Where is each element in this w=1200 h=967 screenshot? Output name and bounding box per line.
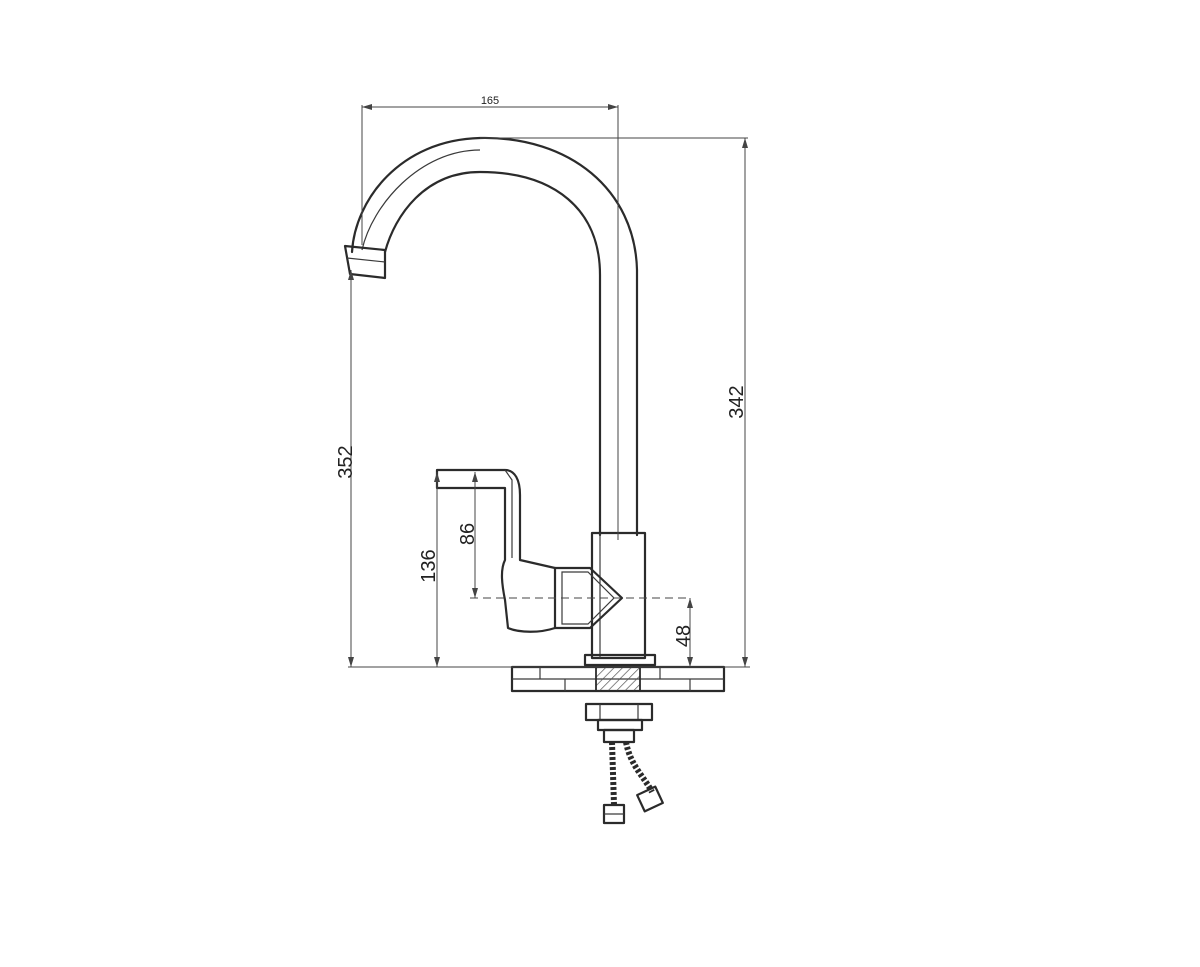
- dimension-inlet-offset: 48: [673, 598, 695, 667]
- dimension-label-inlet-offset: 48: [673, 625, 695, 647]
- dimension-label-total-height: 342: [726, 385, 748, 418]
- countertop: [510, 665, 726, 693]
- supply-hoses: [602, 741, 664, 825]
- dimension-lever-height: 136: [418, 472, 440, 667]
- hose-connector-right: [636, 785, 664, 813]
- mounting-nut: [584, 702, 654, 744]
- spout: [343, 136, 639, 537]
- dimension-label-lever-height: 136: [418, 549, 440, 582]
- aerator-tip: [343, 244, 387, 280]
- dimension-total-height: 342: [480, 137, 748, 667]
- dimension-top-width: 165: [361, 95, 618, 245]
- dimension-label-top-width: 165: [481, 95, 499, 107]
- lever-handle: [435, 468, 624, 633]
- dimension-lever-grip: 86: [457, 472, 479, 598]
- dimension-spout-height: 352: [335, 270, 357, 667]
- dimension-label-lever-grip: 86: [457, 523, 479, 545]
- dimension-label-spout-height: 352: [335, 445, 357, 478]
